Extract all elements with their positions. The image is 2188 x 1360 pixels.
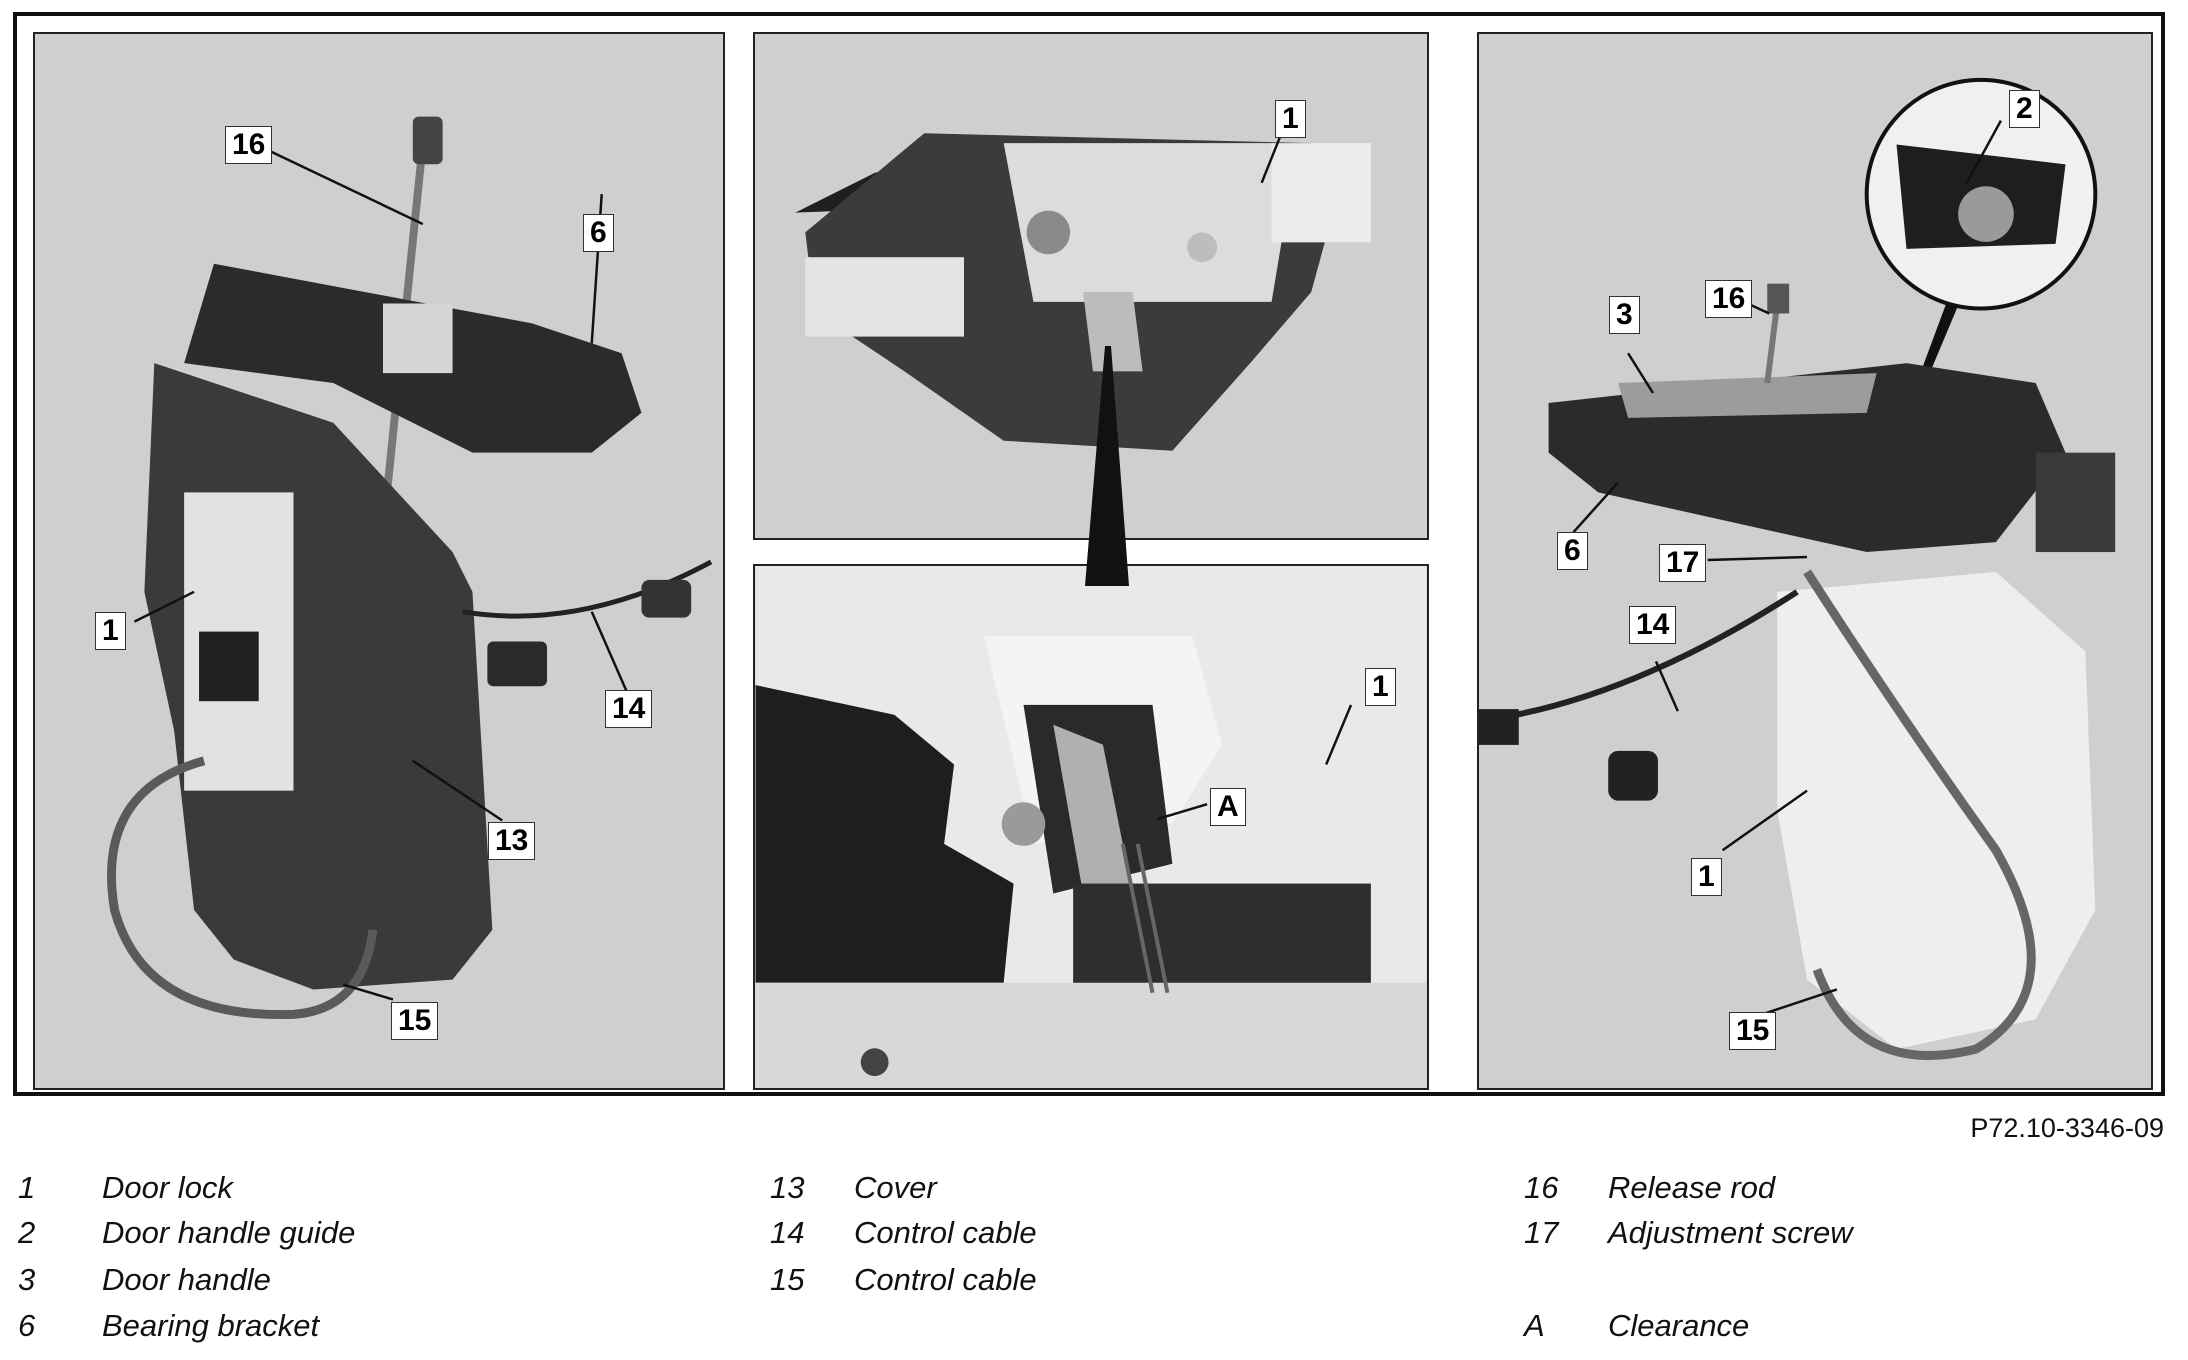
legend-number: A [1524,1308,1545,1343]
legend-number: 2 [18,1215,36,1250]
callout-6: 6 [583,214,614,252]
door-lock-top-view-illustration [795,132,1371,451]
legend-text: Bearing bracket [102,1308,320,1343]
panel-top-middle: 1 [753,32,1429,540]
legend-number: 17 [1524,1215,1559,1250]
callout-13: 13 [488,822,536,860]
callout-1: 1 [1365,668,1396,706]
legend-text: Adjustment screw [1608,1215,1853,1250]
legend-text: Clearance [1608,1308,1750,1343]
panel-left: 16 6 1 14 13 15 [33,32,725,1090]
door-lock-assembly-illustration [107,116,713,1020]
callout-6: 6 [1557,532,1588,570]
panel-right: 2 3 16 6 17 14 1 15 [1477,32,2153,1090]
legend-text: Door handle guide [102,1215,356,1250]
legend-text: Door lock [102,1170,233,1205]
legend-number: 1 [18,1170,36,1205]
legend-text: Door handle [102,1262,271,1297]
callout-14: 14 [605,690,653,728]
legend-number: 3 [18,1262,36,1297]
door-handle-assembly-illustration [1479,77,2116,1060]
legend-number: 14 [770,1215,805,1250]
callout-1: 1 [1691,858,1722,896]
legend-number: 15 [770,1262,805,1297]
legend-text: Control cable [854,1262,1037,1297]
legend-number: 16 [1524,1170,1559,1205]
callout-A: A [1210,788,1246,826]
callout-1: 1 [95,612,126,650]
figure-frame: 16 6 1 14 13 15 1 [13,12,2165,1096]
panel-bottom-middle: 1 A [753,564,1429,1090]
callout-15: 15 [391,1002,439,1040]
callout-16: 16 [225,126,273,164]
legend-text: Release rod [1608,1170,1776,1205]
callout-15: 15 [1729,1012,1777,1050]
legend-number: 13 [770,1170,805,1205]
callout-14: 14 [1629,606,1677,644]
detail-pointer [1085,346,1129,586]
clearance-detail-illustration [755,566,1427,1088]
legend-text: Control cable [854,1215,1037,1250]
legend-number: 6 [18,1308,36,1343]
callout-2: 2 [2009,90,2040,128]
figure-id: P72.10-3346-09 [1970,1113,2164,1143]
callout-3: 3 [1609,296,1640,334]
legend-text: Cover [854,1170,937,1205]
callout-17: 17 [1659,544,1707,582]
callout-1: 1 [1275,100,1306,138]
callout-16: 16 [1705,280,1753,318]
